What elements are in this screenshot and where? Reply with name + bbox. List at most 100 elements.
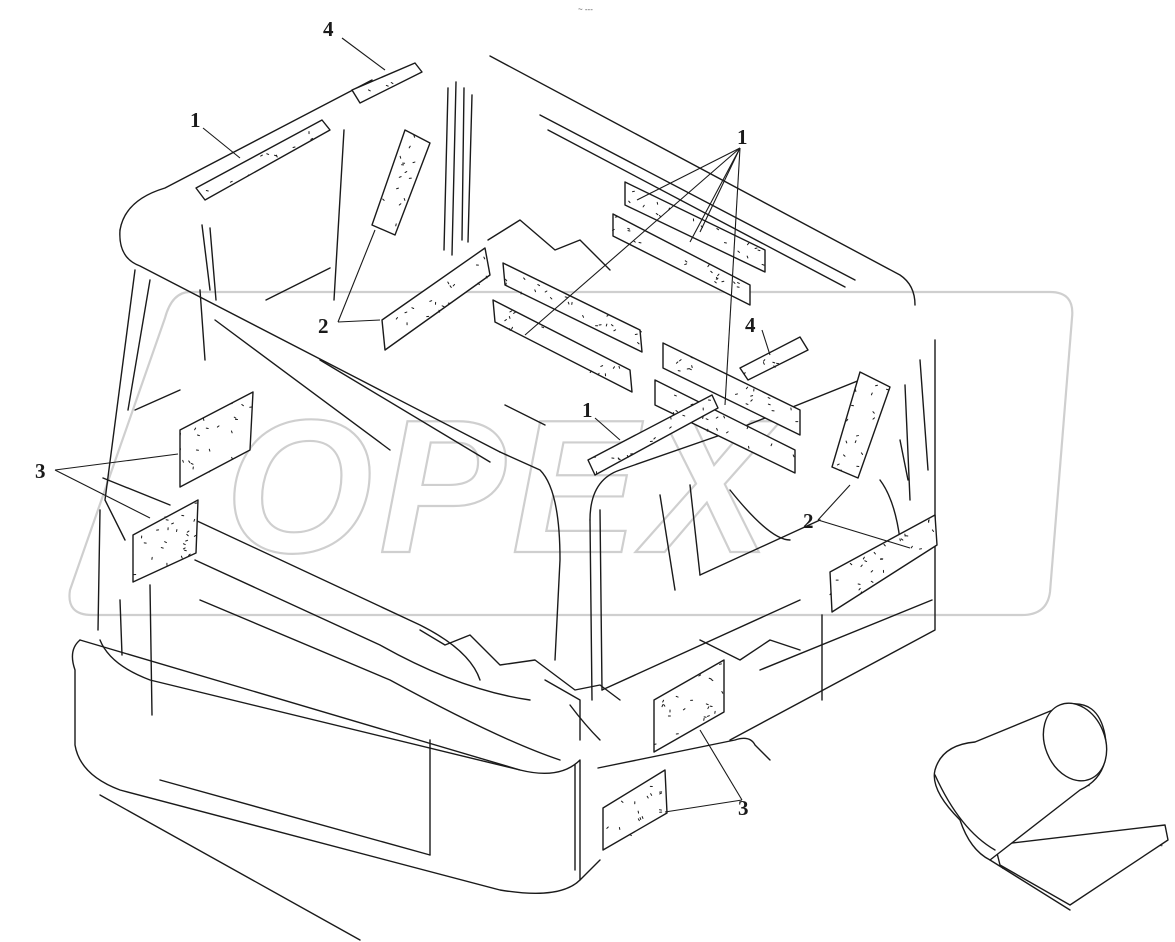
callout-labels: 4 1 2 3 1 4 1 2 3 (35, 17, 814, 820)
speckle (505, 278, 508, 282)
speckle (617, 458, 621, 460)
speckle (534, 289, 537, 293)
speckle (829, 592, 832, 596)
speckle (246, 174, 250, 177)
speckle (230, 430, 233, 434)
speckle (188, 553, 191, 556)
speckle (885, 388, 889, 391)
speckle (452, 283, 456, 287)
speckle (398, 176, 402, 178)
speckle (682, 708, 686, 711)
speckle (676, 246, 680, 249)
pad-2-right-upper (831, 371, 891, 479)
speckle (910, 545, 913, 549)
speckle (413, 134, 416, 138)
speckle (641, 816, 644, 819)
speckle (477, 282, 480, 286)
speckle (260, 154, 263, 157)
speckle (513, 311, 516, 314)
pad-1-right-a (624, 181, 766, 273)
speckle (275, 154, 278, 158)
speckle (186, 530, 190, 533)
speckle (746, 426, 749, 430)
speckle (171, 522, 174, 525)
speckle (627, 227, 631, 230)
speckle (385, 84, 389, 87)
speckle (564, 296, 568, 298)
speckle (872, 411, 875, 414)
speckle (537, 284, 541, 287)
speckle (836, 463, 840, 466)
speckle (860, 452, 864, 455)
speckle (682, 414, 686, 417)
speckle (659, 792, 662, 795)
speckle (715, 277, 719, 280)
speckle (689, 368, 692, 371)
speckle (182, 547, 186, 550)
speckle (412, 161, 416, 164)
speckle (233, 416, 237, 419)
speckle (180, 555, 183, 559)
speckle (743, 372, 746, 375)
insulation-pads (132, 62, 938, 851)
speckle (639, 817, 642, 821)
callout-3-left: 3 (35, 459, 46, 483)
speckle (761, 263, 765, 266)
callout-1-top-left: 1 (190, 108, 201, 132)
speckle (637, 342, 640, 345)
speckle (900, 538, 904, 541)
speckle (662, 699, 665, 703)
speckle (186, 533, 189, 537)
speckle (872, 417, 876, 420)
callout-1-center: 1 (582, 398, 593, 422)
speckle (449, 285, 452, 288)
speckle (762, 362, 765, 365)
speckle (773, 365, 776, 368)
speckle (273, 154, 277, 157)
pad-4-top (351, 62, 423, 104)
pad-2-upper (371, 129, 431, 236)
speckle (862, 556, 865, 560)
speckle (193, 534, 197, 537)
speckle (870, 580, 874, 583)
speckle (182, 543, 186, 546)
speckle (597, 372, 600, 376)
pad-3-left-lower (132, 499, 199, 583)
speckle (606, 826, 609, 829)
speckle (188, 460, 191, 464)
speckle (772, 361, 776, 364)
speckle (605, 323, 608, 327)
speckle (408, 145, 411, 149)
speckle (511, 326, 513, 330)
speckle (382, 198, 385, 201)
speckle (684, 260, 688, 263)
speckle (567, 301, 570, 305)
speckle (231, 456, 234, 460)
speckle (705, 418, 709, 421)
speckle (613, 329, 617, 332)
speckle (655, 213, 659, 216)
speckle (763, 359, 766, 362)
speckle (716, 228, 720, 231)
speckle (390, 81, 394, 85)
speckle (689, 356, 693, 359)
speckle (183, 549, 187, 552)
speckle (737, 250, 740, 253)
speckle (767, 403, 771, 406)
speckle (544, 290, 548, 293)
speckle (705, 703, 709, 706)
speckle (707, 706, 710, 710)
speckle (661, 704, 664, 708)
speckle (396, 187, 399, 190)
speckle (216, 425, 220, 428)
speckle (725, 431, 729, 434)
speckle (628, 200, 631, 204)
speckle (229, 180, 233, 183)
speckle (663, 704, 666, 707)
speckle (395, 317, 398, 320)
speckle (185, 539, 189, 542)
insulation-roll (933, 702, 1169, 911)
speckle (441, 305, 445, 308)
speckle (674, 394, 677, 397)
